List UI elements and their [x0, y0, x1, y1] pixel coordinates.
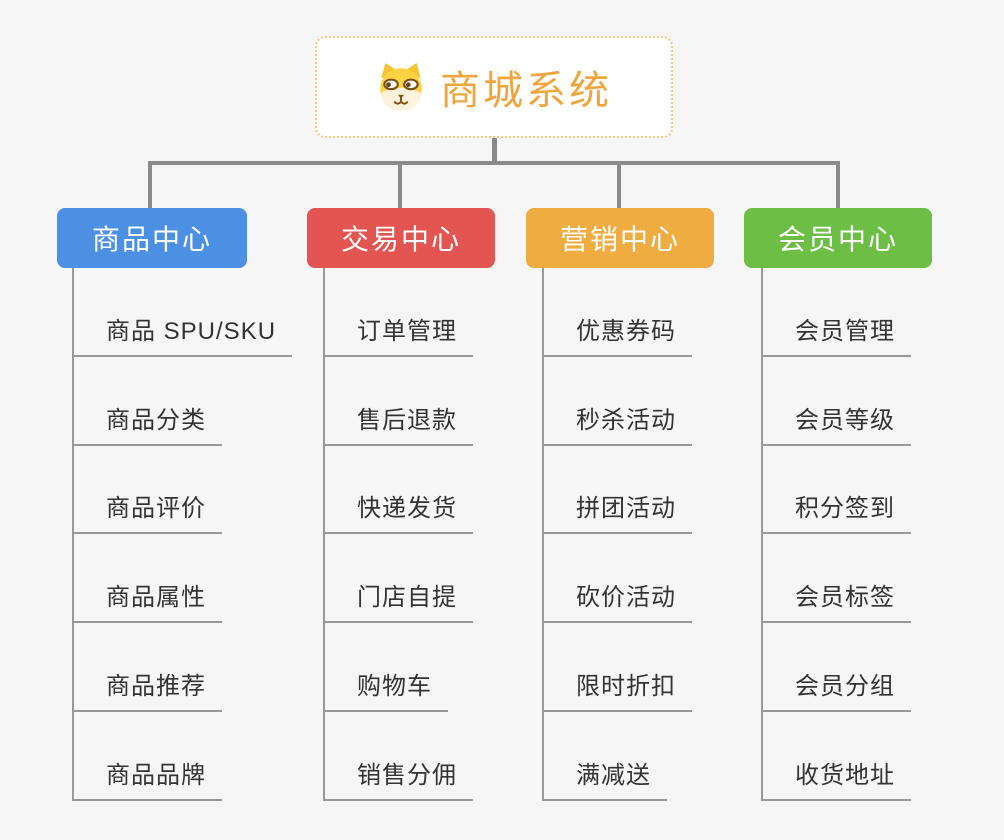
leaf-node[interactable]: 订单管理: [325, 311, 473, 357]
leaf-node[interactable]: 积分签到: [763, 488, 911, 535]
leaf-node[interactable]: 会员管理: [763, 311, 911, 357]
branch-children-marketing: 优惠券码 秒杀活动 拼团活动 砍价活动 限时折扣 满减送: [542, 268, 692, 801]
leaf-node[interactable]: 拼团活动: [544, 488, 692, 535]
leaf-node[interactable]: 砍价活动: [544, 577, 692, 624]
connector-root-stub: [492, 138, 497, 163]
branch-children-product: 商品 SPU/SKU 商品分类 商品评价 商品属性 商品推荐 商品品牌: [72, 268, 293, 801]
leaf-node[interactable]: 商品品牌: [74, 755, 222, 801]
leaf-node[interactable]: 满减送: [544, 755, 667, 801]
connector-drop-product: [148, 163, 152, 208]
leaf-node[interactable]: 商品 SPU/SKU: [74, 311, 293, 357]
branch-node-marketing-center[interactable]: 营销中心: [526, 208, 714, 268]
leaf-node[interactable]: 秒杀活动: [544, 400, 692, 446]
leaf-node[interactable]: 快递发货: [325, 488, 473, 535]
branch-node-trade-center[interactable]: 交易中心: [307, 208, 495, 268]
branch-label: 会员中心: [777, 224, 898, 255]
branch-node-product-center[interactable]: 商品中心: [57, 208, 247, 268]
dog-face-icon: [380, 63, 422, 111]
leaf-node[interactable]: 会员等级: [763, 400, 911, 446]
leaf-node[interactable]: 限时折扣: [544, 666, 692, 712]
connector-drop-trade: [398, 163, 402, 208]
leaf-node[interactable]: 售后退款: [325, 400, 473, 446]
leaf-node[interactable]: 优惠券码: [544, 311, 692, 357]
branch-children-trade: 订单管理 售后退款 快递发货 门店自提 购物车 销售分佣: [323, 268, 473, 801]
branch-label: 交易中心: [340, 224, 461, 255]
root-node[interactable]: 商城系统: [315, 36, 673, 138]
leaf-node[interactable]: 销售分佣: [325, 755, 473, 801]
leaf-node[interactable]: 商品评价: [74, 488, 222, 535]
leaf-node[interactable]: 会员标签: [763, 577, 911, 624]
leaf-node[interactable]: 商品属性: [74, 577, 222, 624]
connector-drop-member: [836, 163, 840, 208]
leaf-node[interactable]: 商品分类: [74, 400, 222, 446]
leaf-node[interactable]: 购物车: [325, 666, 448, 712]
leaf-node[interactable]: 商品推荐: [74, 666, 222, 712]
branch-children-member: 会员管理 会员等级 积分签到 会员标签 会员分组 收货地址: [761, 268, 911, 801]
leaf-node[interactable]: 门店自提: [325, 577, 473, 624]
branch-node-member-center[interactable]: 会员中心: [744, 208, 932, 268]
connector-drop-marketing: [617, 163, 621, 208]
leaf-node[interactable]: 会员分组: [763, 666, 911, 712]
root-node-title: 商城系统: [440, 69, 612, 113]
branch-label: 商品中心: [91, 224, 212, 255]
connector-bus: [148, 161, 840, 165]
branch-label: 营销中心: [559, 224, 680, 255]
leaf-node[interactable]: 收货地址: [763, 755, 911, 801]
